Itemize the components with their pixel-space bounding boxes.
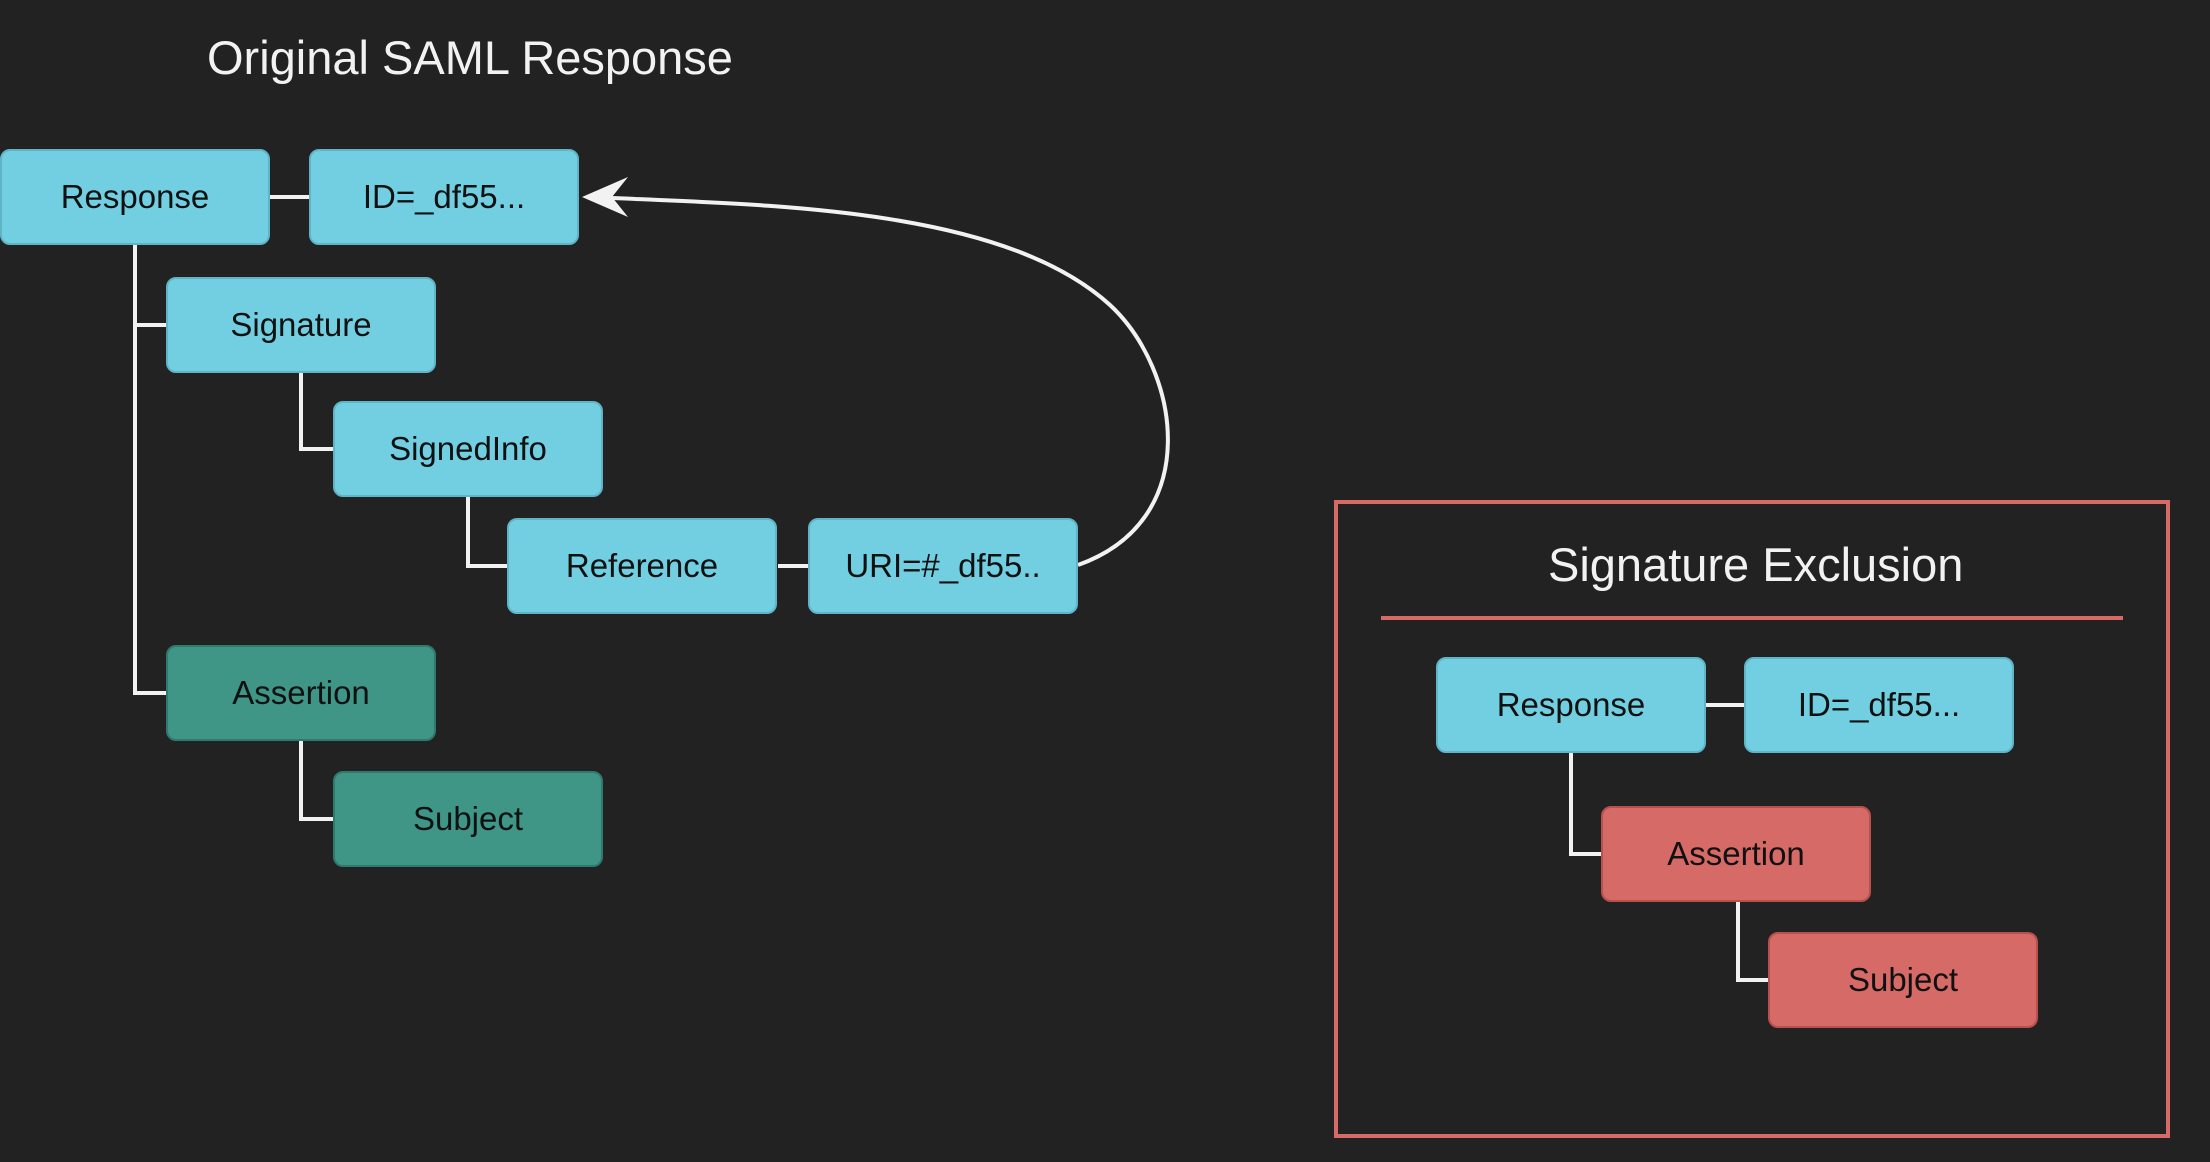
node-id: ID=_df55...: [309, 149, 579, 245]
node-uri-label: URI=#_df55..: [845, 547, 1041, 584]
excl-node-subject-label: Subject: [1847, 961, 1959, 998]
node-signedinfo: SignedInfo: [333, 401, 603, 497]
excl-node-response-label: Response: [1496, 686, 1646, 723]
node-subject: Subject: [333, 771, 603, 867]
original-title: Original SAML Response: [207, 31, 733, 84]
excl-node-assertion-label: Assertion: [1667, 835, 1805, 872]
connector-excl-assertion-subject: [1736, 901, 1768, 982]
excl-node-response: Response: [1436, 657, 1706, 753]
node-response: Response: [0, 149, 270, 245]
signature-exclusion-panel: [1334, 500, 2170, 1138]
node-reference: Reference: [507, 518, 777, 614]
arrowhead-icon: [582, 177, 628, 217]
node-response-label: Response: [60, 178, 210, 215]
connector-response-assertion: [133, 325, 167, 695]
exclusion-title-divider: [1381, 616, 2123, 620]
excl-node-assertion: Assertion: [1601, 806, 1871, 902]
connector-excl-response-assertion: [1569, 753, 1601, 856]
node-signature: Signature: [166, 277, 436, 373]
connector-response-signature: [133, 245, 167, 327]
node-signature-label: Signature: [230, 306, 372, 343]
reference-arrow: [589, 195, 1170, 567]
node-id-label: ID=_df55...: [362, 178, 526, 215]
node-reference-label: Reference: [565, 547, 719, 584]
exclusion-title: Signature Exclusion: [1548, 538, 1964, 591]
node-signedinfo-label: SignedInfo: [389, 430, 547, 467]
node-assertion-label: Assertion: [232, 674, 370, 711]
connector-assertion-subject: [299, 740, 333, 821]
node-uri: URI=#_df55..: [808, 518, 1078, 614]
connector-signature-signedinfo: [299, 372, 333, 451]
node-subject-label: Subject: [412, 800, 524, 837]
excl-node-id-label: ID=_df55...: [1797, 686, 1961, 723]
node-assertion: Assertion: [166, 645, 436, 741]
excl-node-id: ID=_df55...: [1744, 657, 2014, 753]
excl-node-subject: Subject: [1768, 932, 2038, 1028]
connector-signedinfo-reference: [466, 496, 508, 568]
